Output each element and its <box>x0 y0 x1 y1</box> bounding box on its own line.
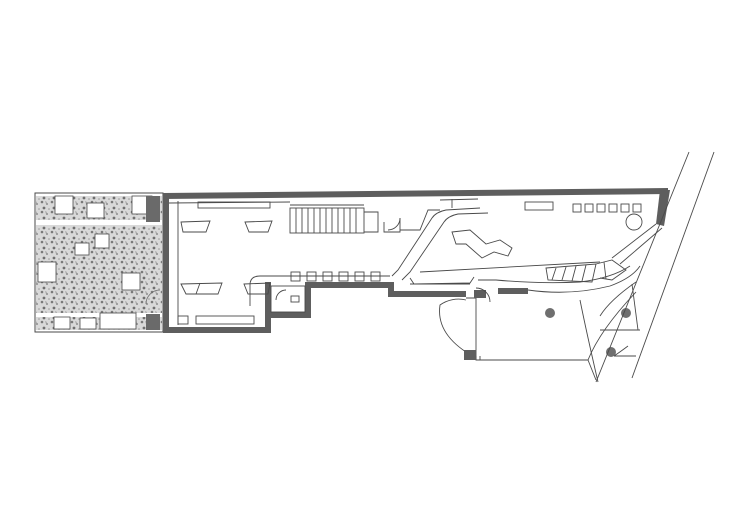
exterior-walls <box>163 188 670 333</box>
partition <box>400 209 440 231</box>
wall-shelf <box>524 201 554 211</box>
shelf-unit <box>608 203 618 213</box>
zigzag-display <box>451 229 513 259</box>
curved-terrace <box>579 299 599 383</box>
small-partition <box>383 218 401 233</box>
column-icon <box>621 308 631 318</box>
display-table <box>180 282 223 295</box>
seat <box>322 271 333 282</box>
terrace-edge <box>587 359 597 381</box>
seat <box>338 271 349 282</box>
table-divider <box>195 282 201 295</box>
paving-stone <box>94 233 110 249</box>
paving-stone <box>121 272 141 291</box>
street-boundary <box>595 151 715 383</box>
wc-fixture <box>290 295 300 303</box>
column-icon <box>545 308 555 318</box>
door-swing-icon <box>145 289 161 305</box>
door-swing-icon <box>275 289 287 301</box>
display-table <box>180 220 211 233</box>
counter-edge <box>409 276 475 285</box>
curved-counter <box>527 265 641 293</box>
wall-step-3 <box>388 282 394 297</box>
counter <box>195 315 255 325</box>
diagonal-wall <box>611 223 657 259</box>
wall-south-center <box>388 291 466 297</box>
shelf-unit <box>632 203 642 213</box>
paving-stone <box>86 202 105 219</box>
wall-shelf <box>197 201 271 209</box>
street-line <box>595 151 690 383</box>
curved-counter <box>478 265 631 284</box>
columns <box>545 308 631 357</box>
shelf-unit <box>596 203 606 213</box>
wall-pier <box>146 196 160 222</box>
wall-south-mid <box>305 282 392 288</box>
paving-stone <box>53 316 71 330</box>
paving-stone <box>37 261 57 283</box>
wall-south-right <box>498 288 528 294</box>
paving-stone <box>74 242 90 256</box>
wall-north <box>163 188 668 199</box>
round-table <box>625 213 643 231</box>
diagonal-wall <box>401 212 489 281</box>
wall-pier <box>146 314 160 330</box>
shelf-unit <box>620 203 630 213</box>
paving-stone <box>99 312 137 330</box>
diagonal-wall <box>619 227 663 265</box>
curved-terrace <box>613 345 629 357</box>
shelf-unit <box>572 203 582 213</box>
door-swing-icon <box>475 287 491 303</box>
paving-stone <box>79 317 97 330</box>
terrace-tick <box>475 356 481 360</box>
wall-south-wc <box>271 312 311 318</box>
curved-partition <box>249 275 390 306</box>
courtyard <box>34 192 164 333</box>
inner-line <box>439 198 479 201</box>
curved-terrace <box>439 298 467 360</box>
diagonal-wall <box>391 207 481 277</box>
terrace-pier <box>474 290 486 298</box>
display-table <box>243 282 271 295</box>
wc-room <box>270 285 306 313</box>
column-icon <box>606 347 616 357</box>
stair-icon <box>289 204 379 234</box>
shelf-unit <box>584 203 594 213</box>
terrace-edge <box>466 297 588 361</box>
paving-stone <box>54 195 74 215</box>
street-line <box>631 151 715 379</box>
sawtooth-seating <box>545 263 597 283</box>
inner-line <box>419 261 601 273</box>
seat <box>290 271 301 282</box>
wall-west <box>163 193 169 333</box>
terrace-pier <box>464 350 476 360</box>
sawtooth-seating <box>595 259 627 281</box>
display-table <box>244 220 273 233</box>
wall-south-left <box>163 327 271 333</box>
seat <box>370 271 381 282</box>
seat <box>354 271 365 282</box>
terrace <box>439 281 640 383</box>
interior <box>168 198 663 325</box>
door-swing-icon <box>387 217 401 231</box>
wall-step-2 <box>305 282 311 318</box>
seat <box>306 271 317 282</box>
wall-east-corner <box>656 190 670 226</box>
counter-end <box>177 315 189 325</box>
wall-step-1 <box>265 282 271 333</box>
